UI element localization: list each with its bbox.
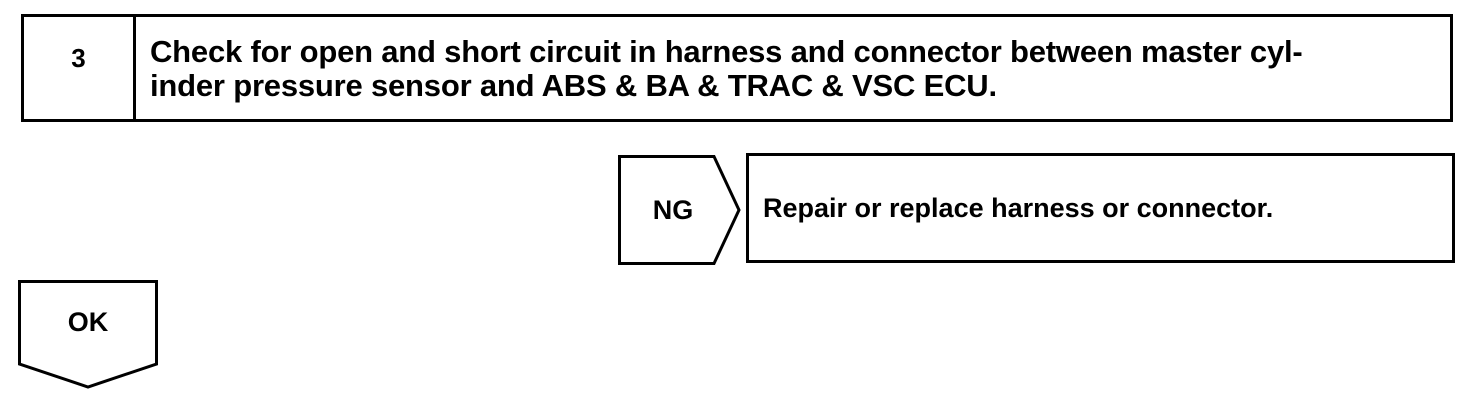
ng-action-text: Repair or replace harness or connector. [763,192,1274,223]
step-description: Check for open and short circuit in harn… [150,34,1303,103]
ng-action-box: Repair or replace harness or connector. [746,153,1455,263]
ng-arrow-shape [618,155,741,265]
step-number: 3 [24,17,136,119]
ng-label: NG [652,194,694,225]
ok-arrow-shape [18,280,158,389]
ok-label: OK [67,306,109,337]
check-step-box: 3 Check for open and short circuit in ha… [21,14,1453,122]
